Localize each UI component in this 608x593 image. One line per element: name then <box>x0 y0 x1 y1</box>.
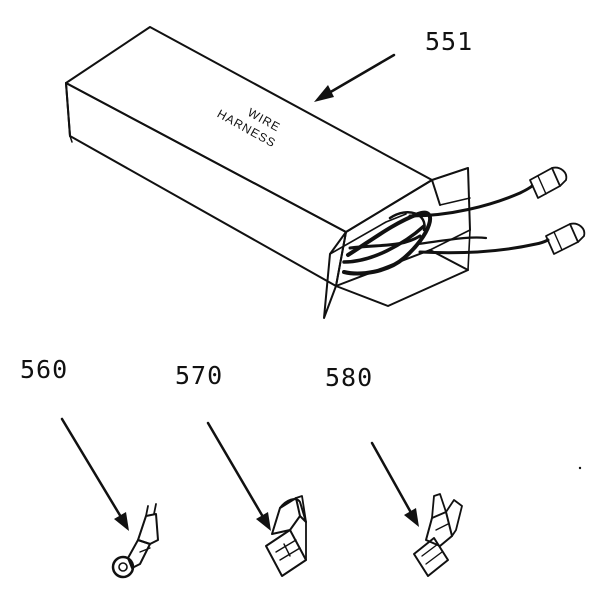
callout-580-label: 580 <box>325 363 373 392</box>
female-spade-terminal-580 <box>413 493 463 577</box>
harness-connector-lower <box>545 222 586 255</box>
harness-connector-upper <box>529 166 568 199</box>
stray-mark <box>578 466 582 470</box>
harness-wires <box>342 184 550 276</box>
callout-570-label: 570 <box>175 361 223 390</box>
callout-551-arrow <box>314 53 396 102</box>
callout-580-arrow <box>370 441 419 527</box>
callout-560-label: 560 <box>20 355 68 384</box>
flag-terminal-570 <box>265 495 307 577</box>
wire-harness-box <box>65 26 471 319</box>
callout-570-arrow <box>206 421 271 531</box>
callout-560-arrow <box>60 417 129 531</box>
callout-551-label: 551 <box>425 27 473 56</box>
box-label: WIRE HARNESS <box>215 105 283 150</box>
ring-terminal-560 <box>111 503 159 579</box>
